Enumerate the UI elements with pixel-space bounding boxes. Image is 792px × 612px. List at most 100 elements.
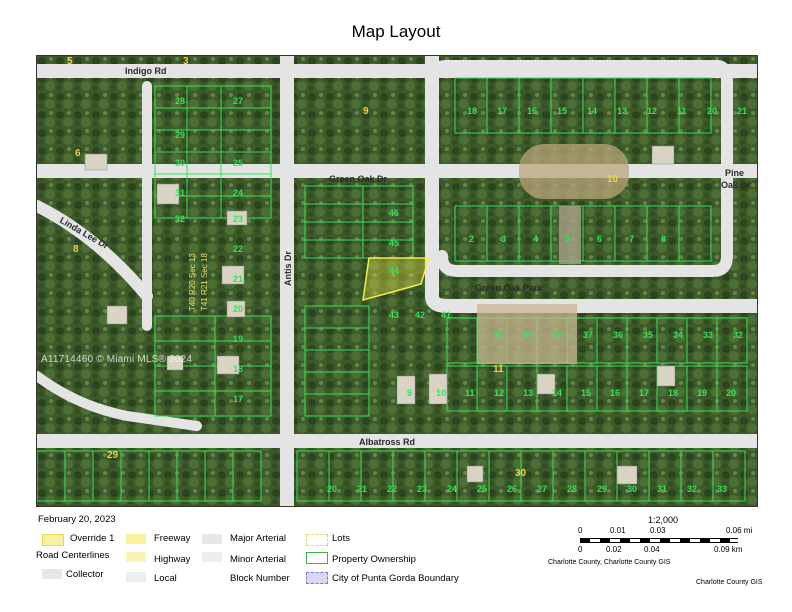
lot-number: 39 (523, 330, 533, 340)
lot-number: 32 (175, 214, 185, 224)
lot-number: 45 (389, 238, 399, 248)
lot-number: 40 (493, 330, 503, 340)
lot-number: 24 (233, 188, 243, 198)
lot-number: 17 (497, 106, 507, 116)
lots-swatch (306, 534, 328, 546)
lot-number: 5 (565, 234, 570, 244)
lot-number: 7 (629, 234, 634, 244)
lot-number: 6 (597, 234, 602, 244)
scale-tick-mi: 0.06 mi (726, 526, 753, 535)
block-number: 8 (73, 244, 79, 255)
lot-number: 29 (175, 130, 185, 140)
lot-number: 15 (557, 106, 567, 116)
lot-number: 17 (639, 388, 649, 398)
scale-tick-km: 0.09 km (714, 545, 743, 554)
lot-number: 28 (175, 96, 185, 106)
lot-number: 21 (233, 274, 243, 284)
lot-number: 33 (717, 484, 727, 494)
lot-number: 14 (552, 388, 562, 398)
lot-number: 44 (389, 266, 399, 276)
lot-number: 13 (617, 106, 627, 116)
cleared-field (519, 144, 629, 199)
road-label-indigo: Indigo Rd (125, 66, 167, 76)
road-label-albatross: Albatross Rd (359, 437, 415, 447)
legend-city-boundary: City of Punta Gorda Boundary (332, 573, 459, 584)
lot-number: 22 (387, 484, 397, 494)
lot-number: 18 (668, 388, 678, 398)
block-number: 29 (107, 450, 119, 461)
mls-watermark: A11714460 © Miami MLS® 2024 (41, 354, 193, 365)
map-legend: February 20, 2023 Override 1 Road Center… (36, 512, 536, 607)
lot-number: 35 (643, 330, 653, 340)
construction-site (477, 304, 577, 364)
lot-number: 21 (737, 106, 747, 116)
legend-property-ownership: Property Ownership (332, 554, 416, 565)
aerial-map[interactable]: Indigo Rd Green Oak Dr Pine Oak Dr Green… (37, 56, 757, 506)
lot-number: 28 (567, 484, 577, 494)
lot-number: 20 (726, 388, 736, 398)
block-number: 11 (493, 364, 504, 375)
lot-number: 34 (673, 330, 683, 340)
block-number: 3 (183, 56, 189, 67)
lot-number: 43 (389, 310, 399, 320)
minor-arterial-swatch (202, 552, 222, 562)
lot-number: 32 (733, 330, 743, 340)
lot-number: 30 (627, 484, 637, 494)
lot-number: 23 (233, 214, 243, 224)
lot-number: 27 (233, 96, 243, 106)
lot-number: 38 (553, 330, 563, 340)
lot-number: 11 (677, 106, 687, 116)
lot-number: 14 (587, 106, 597, 116)
lot-number: 26 (507, 484, 517, 494)
lot-number: 12 (647, 106, 657, 116)
lot-number: 2 (469, 234, 474, 244)
scale-tick-km: 0.02 (606, 545, 622, 554)
lot-number: 16 (610, 388, 620, 398)
freeway-swatch (126, 534, 146, 544)
lot-number: 31 (175, 188, 185, 198)
lot-number: 25 (477, 484, 487, 494)
road-label-pine: Pine (725, 168, 744, 178)
block-number: 30 (515, 468, 527, 479)
legend-local: Local (154, 573, 177, 584)
scale-bar: 1:2,000 0 0.01 0.03 0.06 mi 0 0.02 0.04 … (548, 512, 790, 607)
cleared-lot (559, 206, 581, 264)
scale-bar-graphic (580, 538, 738, 543)
collector-swatch (42, 569, 62, 579)
block-number: 6 (75, 148, 81, 159)
road-network (37, 56, 757, 506)
lot-number: 10 (436, 388, 446, 398)
legend-road-centerlines: Road Centerlines (36, 550, 110, 561)
scale-tick-km: 0.04 (644, 545, 660, 554)
lot-number: 8 (661, 234, 666, 244)
lot-number: 11 (465, 388, 475, 398)
legend-highway: Highway (154, 554, 191, 565)
lot-number: 23 (417, 484, 427, 494)
lot-number: 22 (233, 244, 243, 254)
buildings (84, 145, 676, 485)
scale-ratio: 1:2,000 (648, 515, 679, 525)
lot-number: 18 (233, 364, 243, 374)
road-label-green-oak-park: Green Oak Park (475, 283, 544, 293)
lot-number: 4 (533, 234, 538, 244)
section-label-2: T41 R21 Sec 18 (200, 253, 209, 311)
lot-number: 27 (537, 484, 547, 494)
lot-number: 42 (415, 310, 425, 320)
lot-number: 21 (357, 484, 367, 494)
lot-number: 33 (703, 330, 713, 340)
parcel-lines (37, 77, 748, 502)
lot-number: 31 (657, 484, 667, 494)
road-label-green-oak-dr: Green Oak Dr (329, 174, 388, 184)
lot-number: 9 (407, 388, 412, 398)
highlighted-lot[interactable] (362, 257, 431, 302)
block-number: 9 (363, 106, 369, 117)
scale-tick-km: 0 (578, 545, 583, 554)
lot-number: 30 (175, 158, 185, 168)
lot-number: 37 (583, 330, 593, 340)
map-view[interactable]: Indigo Rd Green Oak Dr Pine Oak Dr Green… (36, 55, 758, 507)
credit-text: Charlotte County, Charlotte County GIS (548, 559, 671, 566)
lot-number: 15 (581, 388, 591, 398)
legend-override: Override 1 (70, 533, 115, 544)
override-swatch (42, 534, 64, 546)
lot-number: 18 (467, 106, 477, 116)
